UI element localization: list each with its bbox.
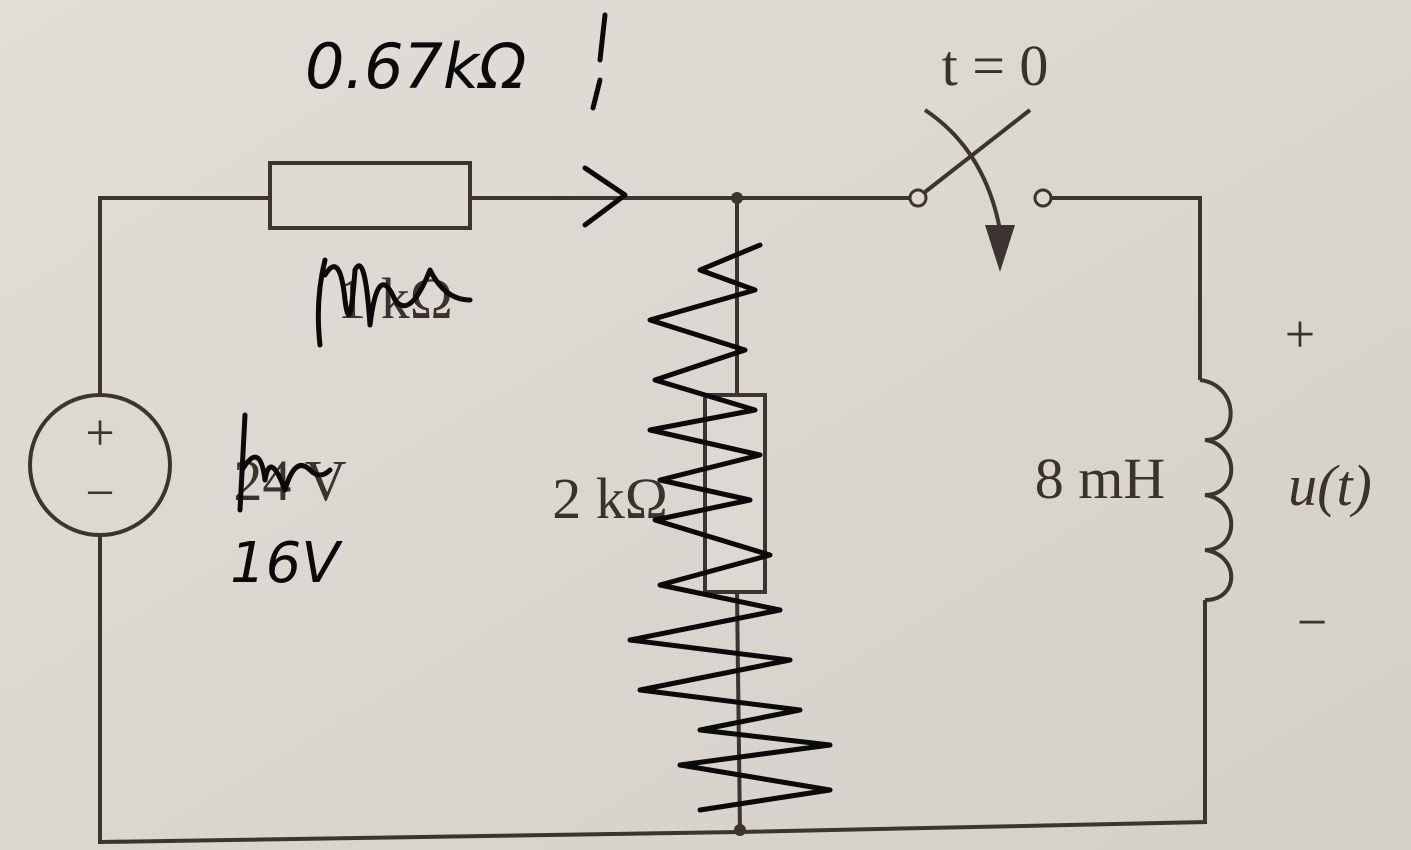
voltage-plus: + bbox=[1285, 304, 1315, 364]
source-voltage-handwritten-label: 16V bbox=[230, 531, 343, 596]
current-arrow bbox=[582, 165, 628, 228]
voltage-source: + − bbox=[28, 393, 172, 537]
current-i-stroke bbox=[590, 12, 608, 111]
voltage-minus: − bbox=[1297, 592, 1327, 652]
top-node bbox=[731, 192, 743, 204]
series-resistor-scribble bbox=[315, 257, 473, 348]
shunt-resistor-label: 2 kΩ bbox=[552, 466, 668, 531]
series-resistor bbox=[268, 161, 472, 230]
handwriting bbox=[237, 12, 833, 813]
source-minus: − bbox=[85, 465, 114, 522]
source-plus: + bbox=[85, 405, 114, 462]
inductor bbox=[1199, 378, 1234, 602]
wires bbox=[98, 196, 1208, 845]
shunt-resistor-scribble bbox=[627, 242, 833, 813]
switch-label: t = 0 bbox=[942, 33, 1049, 98]
voltage-label: u(t) bbox=[1288, 453, 1372, 518]
source-voltage-scribble bbox=[237, 412, 333, 513]
bottom-node bbox=[734, 824, 746, 836]
series-resistor-handwritten-label: 0.67kΩ bbox=[305, 30, 526, 103]
inductor-label: 8 mH bbox=[1035, 446, 1166, 511]
switch bbox=[908, 108, 1053, 272]
